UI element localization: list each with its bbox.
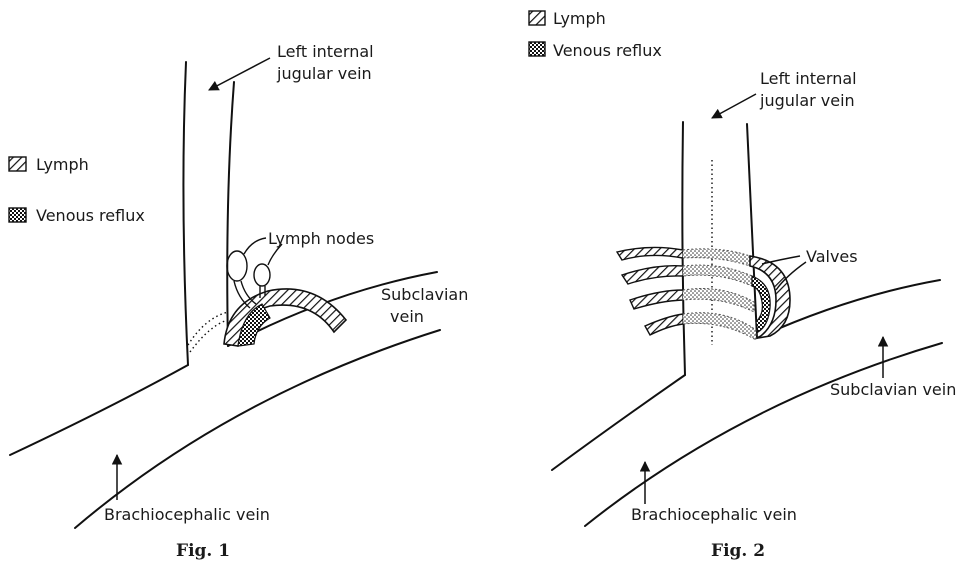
fig1-jugular-left-wall bbox=[183, 62, 188, 365]
fig2-jugular-label-2: jugular vein bbox=[759, 91, 855, 110]
fig1-legend-lymph-label: Lymph bbox=[36, 155, 89, 174]
fig2-lymph-duct-1 bbox=[617, 247, 683, 260]
fig2-caption: Fig. 2 bbox=[711, 541, 765, 561]
fig2-lymph-duct-4 bbox=[645, 314, 683, 335]
fig1-subclavian-label-2: vein bbox=[390, 307, 424, 326]
fig2-valve-band-3 bbox=[683, 289, 754, 313]
fig1-lymph-nodes-leader-1 bbox=[244, 238, 266, 254]
fig2-jugular-arrow bbox=[712, 94, 756, 118]
fig1-jugular-label-1: Left internal bbox=[277, 42, 374, 61]
fig2-legend-lymph-swatch bbox=[529, 11, 545, 25]
fig1-vein-lower-wall bbox=[75, 330, 440, 528]
fig1-caption: Fig. 1 bbox=[176, 541, 230, 561]
figure-1: Lymph Venous reflux Left internal jugula… bbox=[9, 42, 468, 561]
fig1-jugular-arrow bbox=[209, 58, 270, 90]
fig2-vein-upper-wall bbox=[552, 375, 685, 470]
fig2-lymph-duct-3 bbox=[630, 290, 683, 309]
fig1-jugular-right-wall bbox=[227, 82, 234, 346]
fig1-vein-upper-wall bbox=[10, 365, 188, 455]
figure-2: Lymph Venous reflux Left internal jugula… bbox=[529, 9, 956, 561]
fig2-subclavian-label: Subclavian vein bbox=[830, 380, 956, 399]
fig2-valves-label: Valves bbox=[806, 247, 858, 266]
fig1-legend-lymph-swatch bbox=[9, 157, 26, 171]
fig1-subclavian-label-1: Subclavian bbox=[381, 285, 468, 304]
fig2-legend-reflux-swatch bbox=[529, 42, 545, 56]
fig1-lymph-node-2 bbox=[254, 264, 270, 286]
fig1-brachiocephalic-label: Brachiocephalic vein bbox=[104, 505, 270, 524]
fig2-legend-lymph-label: Lymph bbox=[553, 9, 606, 28]
fig1-dotted-duct bbox=[188, 312, 228, 345]
fig1-legend-reflux-swatch bbox=[9, 208, 26, 222]
fig1-jugular-label-2: jugular vein bbox=[276, 64, 372, 83]
fig2-brachiocephalic-label: Brachiocephalic vein bbox=[631, 505, 797, 524]
fig2-valve-band-1 bbox=[683, 249, 750, 266]
fig2-valves-leader-1 bbox=[762, 256, 800, 264]
fig2-vein-lower-wall bbox=[585, 343, 942, 526]
fig1-lymph-nodes-label: Lymph nodes bbox=[268, 229, 374, 248]
fig2-valve-band-2 bbox=[683, 265, 752, 286]
fig2-valve-band-4 bbox=[683, 313, 756, 340]
fig2-jugular-left-wall bbox=[682, 122, 685, 375]
fig1-dotted-duct-2 bbox=[190, 320, 228, 352]
fig2-jugular-label-1: Left internal bbox=[760, 69, 857, 88]
fig1-lymph-node-1 bbox=[227, 251, 247, 281]
fig2-lymph-duct-2 bbox=[622, 266, 683, 284]
fig2-legend-reflux-label: Venous reflux bbox=[553, 41, 662, 60]
fig1-legend-reflux-label: Venous reflux bbox=[36, 206, 145, 225]
